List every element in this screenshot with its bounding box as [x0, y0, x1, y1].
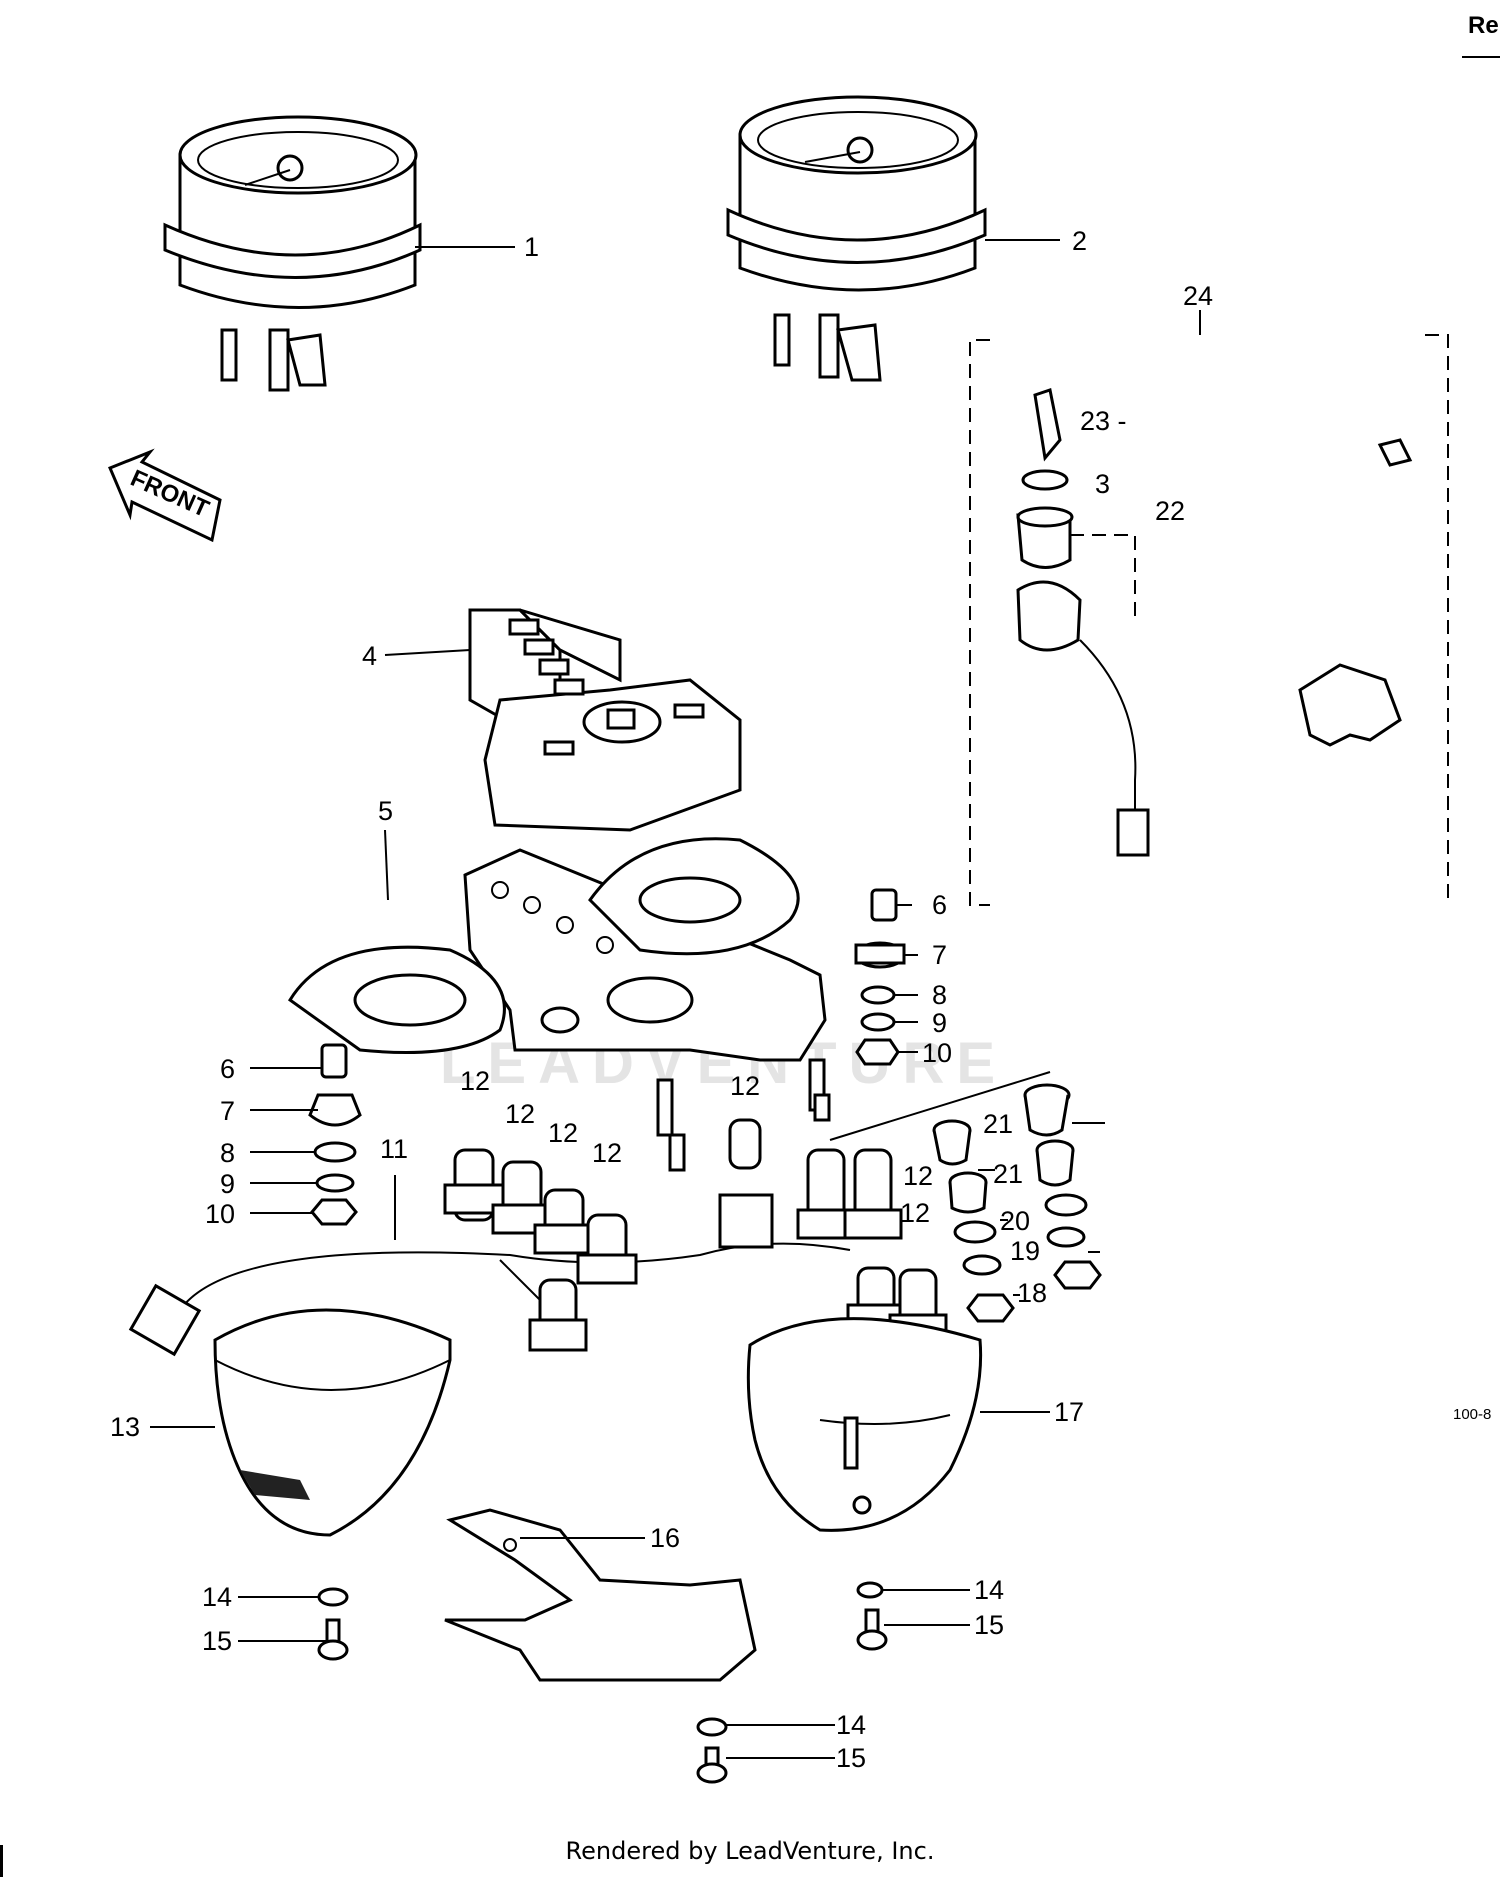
callout-12-d: 12 [592, 1138, 622, 1168]
callout-21-a: 21 [983, 1109, 1013, 1139]
leader-lines [150, 239, 1201, 1759]
callout-2: 2 [1072, 226, 1087, 256]
callout-14-bottom: 14 [836, 1710, 866, 1740]
callout-15-right: 15 [974, 1610, 1004, 1640]
hardware-right [856, 1581, 888, 1651]
callout-15-left: 15 [202, 1626, 232, 1656]
callout-10-right: 10 [922, 1038, 952, 1068]
callout-21-b: 21 [993, 1159, 1023, 1189]
front-arrow: FRONT [108, 448, 222, 543]
meter-cover-left [213, 1308, 452, 1537]
callout-10-left: 10 [205, 1199, 235, 1229]
callout-20: 20 [1000, 1206, 1030, 1236]
meter-left [163, 115, 422, 392]
callout-7-right: 7 [932, 940, 947, 970]
footer-credit: Rendered by LeadVenture, Inc. [565, 1837, 935, 1865]
diagram-code: 100-8 [1453, 1406, 1492, 1423]
callout-12-f: 12 [903, 1161, 933, 1191]
callout-8-left: 8 [220, 1138, 235, 1168]
mount-stack-left [308, 1043, 362, 1226]
callout-14-left: 14 [202, 1582, 232, 1612]
callout-12-c: 12 [548, 1118, 578, 1148]
page-edge-mark [0, 1845, 3, 1877]
callout-7-left: 7 [220, 1096, 235, 1126]
hardware-left [317, 1587, 349, 1661]
callout-15-bottom: 15 [836, 1743, 866, 1773]
callout-13: 13 [110, 1412, 140, 1442]
callout-3: 3 [1095, 469, 1110, 499]
meter-right [726, 95, 987, 382]
callout-24: 24 [1183, 281, 1213, 311]
callout-4: 4 [362, 641, 377, 671]
callout-12-g: 12 [900, 1198, 930, 1228]
callout-1: 1 [524, 232, 539, 262]
mount-stack-right [854, 888, 906, 1066]
callout-17: 17 [1054, 1397, 1084, 1427]
callout-22: 22 [1155, 496, 1185, 526]
callout-9-left: 9 [220, 1169, 235, 1199]
callout-9-right: 9 [932, 1008, 947, 1038]
callout-18: 18 [1017, 1278, 1047, 1308]
callout-12-e: 12 [730, 1071, 760, 1101]
corner-label: Re [1468, 12, 1499, 39]
corner-rule [1462, 56, 1500, 58]
callout-5: 5 [378, 796, 393, 826]
ignition-switch-set [969, 334, 1449, 906]
callout-12-a: 12 [460, 1066, 490, 1096]
callout-6-left: 6 [220, 1054, 235, 1084]
callout-8-right: 8 [932, 980, 947, 1010]
callout-14-right: 14 [974, 1575, 1004, 1605]
callout-23: 23 - [1080, 406, 1127, 436]
meter-bracket [287, 837, 831, 1172]
grommets-washers [932, 1083, 1102, 1323]
callout-11: 11 [380, 1134, 408, 1164]
callout-16: 16 [650, 1523, 680, 1553]
callout-19: 19 [1010, 1236, 1040, 1266]
callout-6-right: 6 [932, 890, 947, 920]
meter-cover-right [746, 1317, 983, 1532]
callouts: 1 2 24 23 - 3 22 4 5 6 7 8 9 10 6 7 8 9 … [110, 226, 1213, 1773]
bulb-sockets [443, 1118, 948, 1352]
meter-stay [444, 1508, 757, 1682]
hardware-bottom [696, 1717, 728, 1784]
callout-12-b: 12 [505, 1099, 535, 1129]
indicator-housing [468, 608, 742, 832]
